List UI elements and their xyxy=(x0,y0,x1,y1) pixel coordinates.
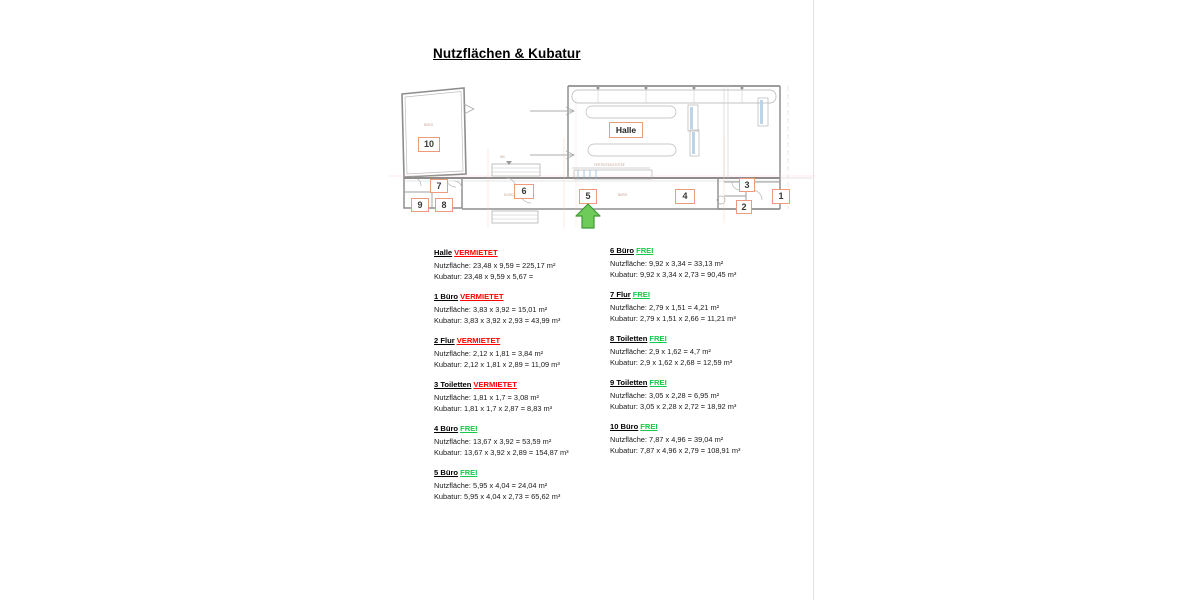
legend-entry-nutzflaeche: Nutzfläche: 2,9 x 1,62 = 4,7 m² xyxy=(610,346,711,356)
room-marker-8[interactable]: 8 xyxy=(435,198,453,212)
room-marker-6[interactable]: 6 xyxy=(514,184,534,199)
legend-entry-nutzflaeche: Nutzfläche: 2,79 x 1,51 = 4,21 m² xyxy=(610,302,720,312)
legend-entry-status: FREI xyxy=(640,422,658,432)
hall-marker[interactable]: Halle xyxy=(609,122,643,138)
svg-text:BÜRO: BÜRO xyxy=(424,123,434,127)
legend-entry-status: FREI xyxy=(649,378,667,388)
legend-entry-status: VERMIETET xyxy=(456,336,501,346)
legend-entry-status: FREI xyxy=(636,246,654,255)
legend-entry-nutzflaeche: Nutzfläche: 2,12 x 1,81 = 3,84 m² xyxy=(434,348,544,358)
legend-entry-kubatur: Kubatur: 2,9 x 1,62 x 2,68 = 12,59 m³ xyxy=(610,357,733,367)
legend-entry-nutzflaeche: Nutzfläche: 9,92 x 3,34 = 33,13 m² xyxy=(610,258,724,268)
legend-entry-status: FREI xyxy=(649,334,667,344)
floorplan-drawing: BÜRO WC DURCHG. FERTIGTEILSTÜTZE BÜRO xyxy=(388,85,816,228)
svg-text:BÜRO: BÜRO xyxy=(618,193,628,197)
legend-entry-kubatur: Kubatur: 3,05 x 2,28 x 2,72 = 18,92 m³ xyxy=(610,401,737,411)
legend-entry-nutzflaeche: Nutzfläche: 7,87 x 4,96 = 39,04 m² xyxy=(610,434,724,444)
legend-entry-name: 5 Büro xyxy=(434,468,459,478)
svg-text:DURCHG.: DURCHG. xyxy=(504,193,519,197)
room-marker-3[interactable]: 3 xyxy=(739,178,755,192)
legend-entry-name: 3 Toiletten xyxy=(434,380,472,390)
svg-text:FERTIGTEILSTÜTZE: FERTIGTEILSTÜTZE xyxy=(594,163,625,167)
room-marker-10[interactable]: 10 xyxy=(418,137,440,152)
legend-entry-nutzflaeche: Nutzfläche: 3,05 x 2,28 = 6,95 m² xyxy=(610,390,720,400)
room-marker-7[interactable]: 7 xyxy=(430,179,448,193)
legend-entry-status: VERMIETET xyxy=(454,248,498,257)
legend-entry-status: FREI xyxy=(632,290,650,300)
page-title: Nutzflächen & Kubatur xyxy=(433,46,581,61)
legend-entry-kubatur: Kubatur: 1,81 x 1,7 x 2,87 = 8,83 m³ xyxy=(434,403,553,413)
room-marker-9[interactable]: 9 xyxy=(411,198,429,212)
legend-entry-kubatur: Kubatur: 9,92 x 3,34 x 2,73 = 90,45 m³ xyxy=(610,269,737,279)
room-marker-4[interactable]: 4 xyxy=(675,189,695,204)
legend-entry-kubatur: Kubatur: 23,48 x 9,59 x 5,67 = xyxy=(434,271,534,281)
room-marker-1[interactable]: 1 xyxy=(772,189,790,204)
legend-entry-kubatur: Kubatur: 2,12 x 1,81 x 2,89 = 11,09 m³ xyxy=(434,359,560,369)
legend-entry-name: 4 Büro xyxy=(434,424,459,434)
room-marker-2[interactable]: 2 xyxy=(736,200,752,214)
legend-entry-kubatur: Kubatur: 13,67 x 3,92 x 2,89 = 154,87 m³ xyxy=(434,447,569,457)
legend-entry-kubatur: Kubatur: 5,95 x 4,04 x 2,73 = 65,62 m³ xyxy=(434,491,561,501)
legend-entry-name: 10 Büro xyxy=(610,422,639,432)
floorplan: BÜRO WC DURCHG. FERTIGTEILSTÜTZE BÜRO 10… xyxy=(388,78,816,228)
legend-entry-status: FREI xyxy=(460,424,478,434)
legend-entry-name: 9 Toiletten xyxy=(610,378,648,388)
entrance-arrow-icon xyxy=(575,203,601,229)
legend-entry-kubatur: Kubatur: 3,83 x 3,92 x 2,93 = 43,99 m³ xyxy=(434,315,561,325)
legend-entry-name: 7 Flur xyxy=(610,290,631,300)
legend-entry-name: 6 Büro xyxy=(610,246,635,255)
legend-entry-status: FREI xyxy=(460,468,478,478)
legend-entry-name: 2 Flur xyxy=(434,336,455,346)
legend-entry-nutzflaeche: Nutzfläche: 23,48 x 9,59 = 225,17 m² xyxy=(434,260,556,270)
legend-entry-name: 1 Büro xyxy=(434,292,459,302)
legend-entry-status: VERMIETET xyxy=(460,292,504,302)
legend-entry-nutzflaeche: Nutzfläche: 5,95 x 4,04 = 24,04 m² xyxy=(434,480,548,490)
legend-entry-nutzflaeche: Nutzfläche: 1,81 x 1,7 = 3,08 m² xyxy=(434,392,539,402)
page-boundary-right xyxy=(813,0,814,600)
room-marker-5[interactable]: 5 xyxy=(579,189,597,204)
legend-entry-name: Halle xyxy=(434,248,453,257)
svg-text:WC: WC xyxy=(500,155,506,159)
legend-entry-nutzflaeche: Nutzfläche: 3,83 x 3,92 = 15,01 m² xyxy=(434,304,548,314)
legend-entry-nutzflaeche: Nutzfläche: 13,67 x 3,92 = 53,59 m² xyxy=(434,436,552,446)
flow-arrows xyxy=(530,106,576,160)
legend-entry-kubatur: Kubatur: 2,79 x 1,51 x 2,66 = 11,21 m³ xyxy=(610,313,736,323)
legend-entry-name: 8 Toiletten xyxy=(610,334,648,344)
legend-entry-status: VERMIETET xyxy=(473,380,517,390)
legend-entry-kubatur: Kubatur: 7,87 x 4,96 x 2,79 = 108,91 m³ xyxy=(610,445,741,455)
